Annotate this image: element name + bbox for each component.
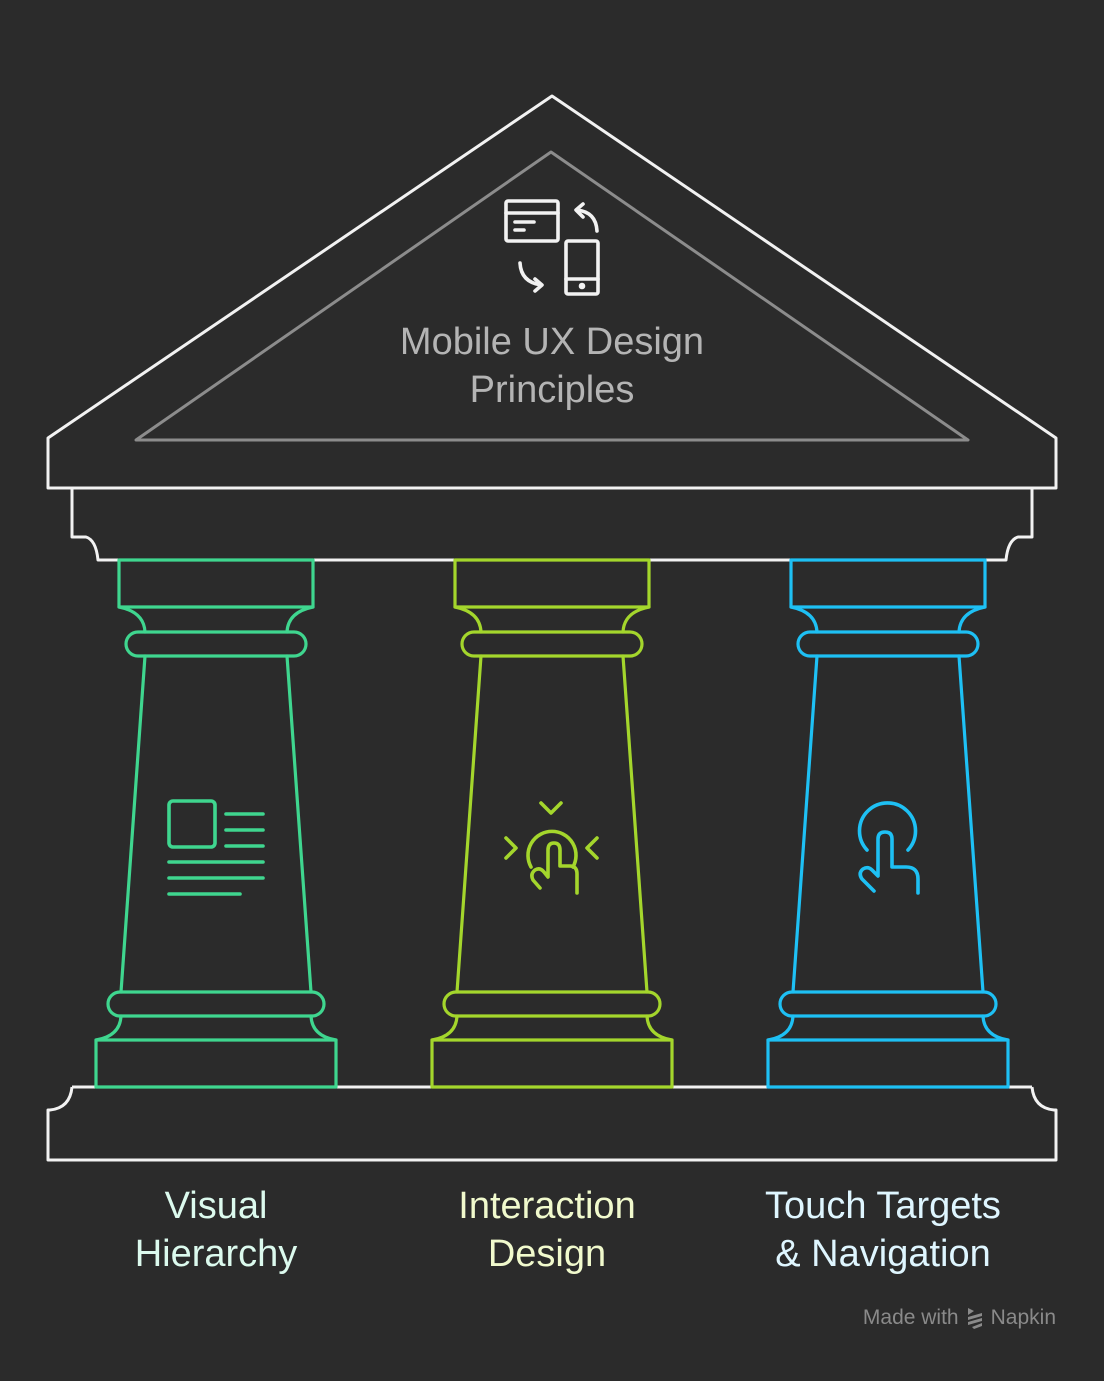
watermark-brand: Napkin bbox=[990, 1306, 1056, 1329]
pillar-label-line-2: & Navigation bbox=[775, 1233, 991, 1275]
tap-gesture-icon bbox=[504, 801, 599, 895]
pillar-interaction-design bbox=[430, 558, 674, 1089]
pillar-label-line-1: Interaction bbox=[458, 1185, 636, 1227]
watermark-prefix: Made with bbox=[862, 1306, 959, 1329]
touch-pointer-icon bbox=[857, 801, 920, 895]
napkin-watermark[interactable]: Made with Napkin bbox=[863, 1306, 1056, 1330]
architrave bbox=[70, 488, 1034, 562]
pillar-label-interaction-design: Interaction Design bbox=[377, 1182, 717, 1278]
pillar-label-line-2: Hierarchy bbox=[134, 1233, 298, 1275]
napkin-logo-icon bbox=[967, 1308, 982, 1329]
diagram-title: Mobile UX Design Principles bbox=[352, 318, 752, 414]
pillar-label-line-1: Visual bbox=[164, 1185, 268, 1227]
pillar-label-line-2: Design bbox=[487, 1233, 607, 1275]
roof bbox=[46, 94, 1058, 490]
roof-inner-triangle bbox=[134, 150, 970, 442]
title-line-2: Principles bbox=[469, 369, 635, 411]
pillar-label-touch-targets-navigation: Touch Targets & Navigation bbox=[713, 1182, 1053, 1278]
title-line-1: Mobile UX Design bbox=[399, 321, 705, 363]
device-sync-icon bbox=[504, 199, 600, 296]
article-layout-icon bbox=[167, 799, 265, 896]
stylobate bbox=[46, 1085, 1058, 1162]
pillar-label-line-1: Touch Targets bbox=[765, 1185, 1001, 1227]
pillar-touch-targets-navigation bbox=[766, 558, 1010, 1089]
pillar-label-visual-hierarchy: Visual Hierarchy bbox=[46, 1182, 386, 1278]
pillar-visual-hierarchy bbox=[94, 558, 338, 1089]
